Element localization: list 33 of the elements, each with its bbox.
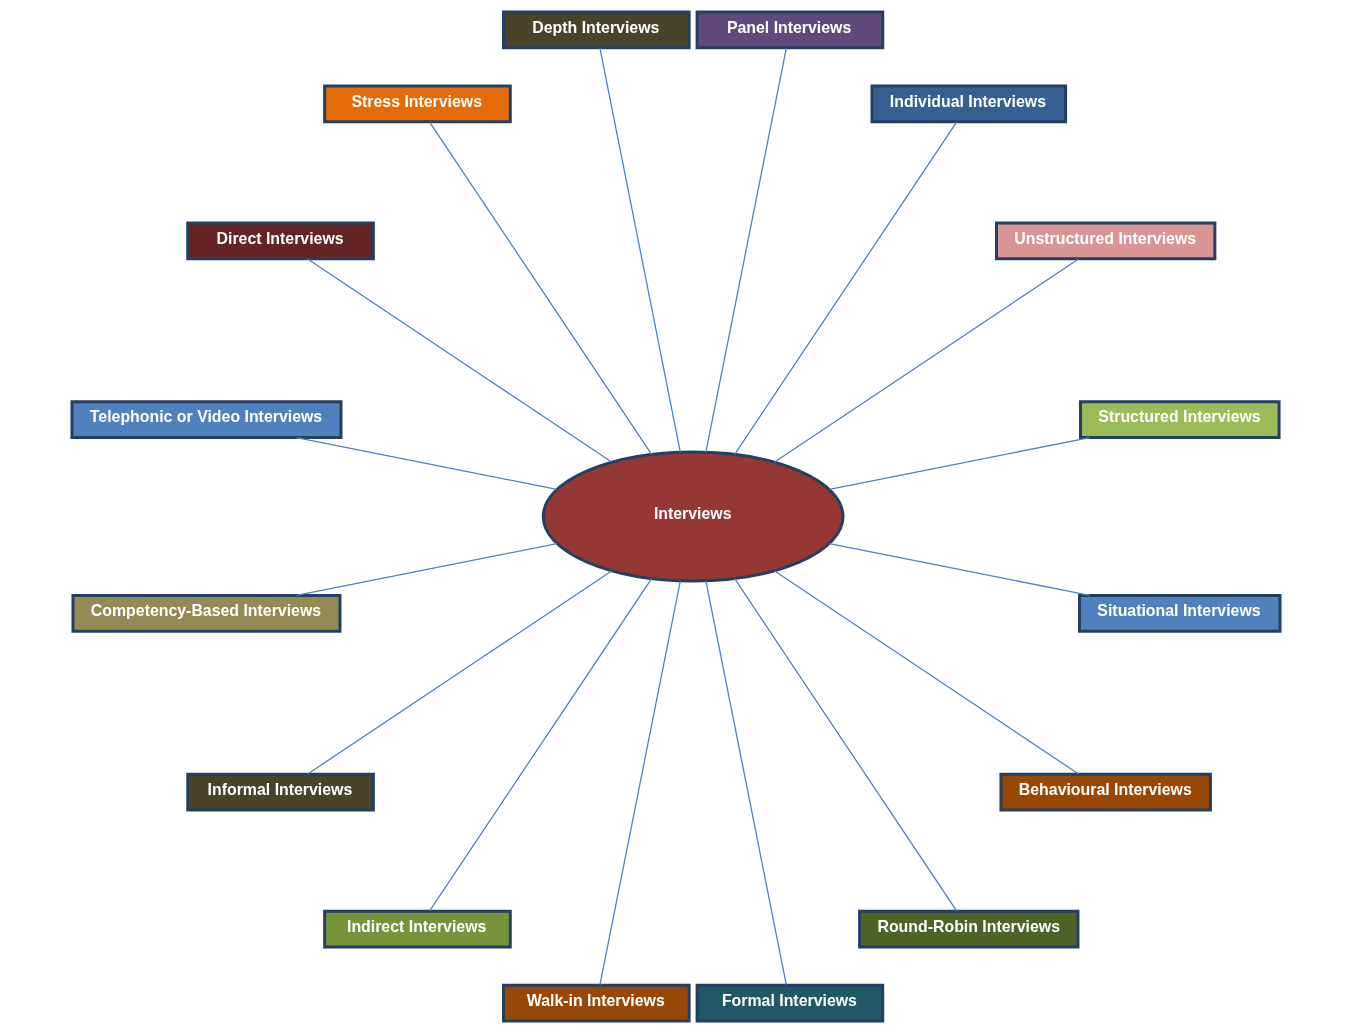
connector bbox=[704, 47, 787, 453]
connector bbox=[828, 542, 1090, 597]
connector bbox=[306, 258, 612, 463]
connector bbox=[733, 578, 957, 912]
node-box: Panel Interviews bbox=[695, 10, 884, 50]
node-box: Telephonic or Video Interviews bbox=[70, 400, 342, 440]
connector bbox=[295, 436, 558, 491]
node-ellipse: Interviews bbox=[541, 450, 844, 583]
node-box: Round-Robin Interviews bbox=[857, 909, 1079, 949]
connector bbox=[428, 578, 652, 912]
connector bbox=[428, 121, 652, 455]
connector bbox=[773, 258, 1079, 463]
node-box: Stress Interviews bbox=[322, 84, 512, 124]
connector bbox=[733, 121, 957, 455]
node-box: Unstructured Interviews bbox=[994, 221, 1216, 261]
node-box: Structured Interviews bbox=[1078, 400, 1281, 440]
node-box: Informal Interviews bbox=[185, 772, 375, 812]
node-box: Indirect Interviews bbox=[322, 909, 512, 949]
connector bbox=[295, 542, 558, 597]
connector bbox=[773, 570, 1079, 775]
connector bbox=[828, 436, 1090, 491]
node-box: Behavioural Interviews bbox=[998, 772, 1212, 812]
node-box: Depth Interviews bbox=[501, 10, 691, 50]
node-box: Situational Interviews bbox=[1077, 593, 1281, 633]
node-box: Direct Interviews bbox=[185, 221, 375, 261]
node-box: Formal Interviews bbox=[695, 983, 884, 1023]
connector bbox=[306, 570, 612, 775]
connector bbox=[598, 47, 681, 453]
connector bbox=[598, 580, 681, 986]
connector bbox=[704, 580, 787, 986]
node-box: Competency-Based Interviews bbox=[70, 593, 341, 633]
node-box: Individual Interviews bbox=[870, 84, 1067, 124]
node-box: Walk-in Interviews bbox=[501, 983, 691, 1023]
